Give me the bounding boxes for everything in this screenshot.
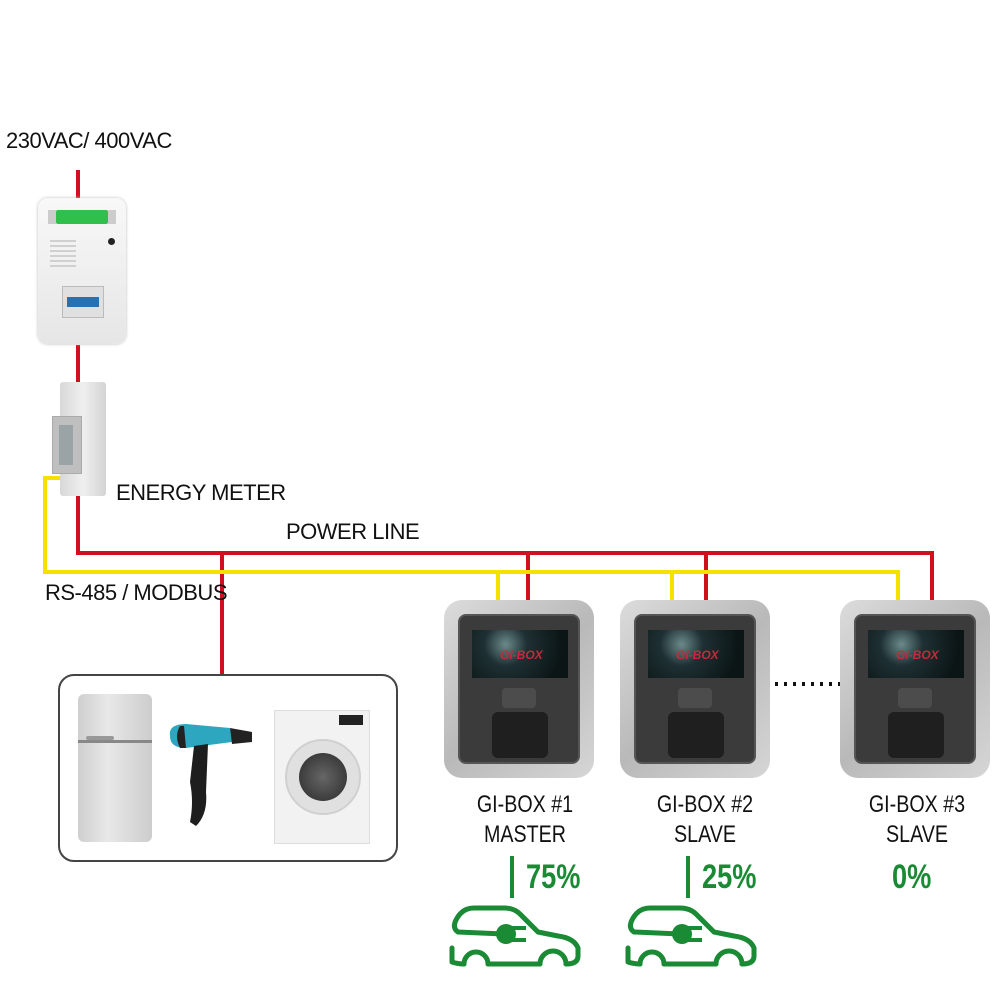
gibox-1-role: MASTER [483,821,566,848]
energy-meter-display [52,416,82,474]
energy-meter-device [52,382,106,496]
gibox-3-label: GI-BOX #3 SLAVE [864,790,971,850]
rfid-reader-icon [502,688,536,708]
breaker-switch [62,286,104,318]
gibox-2-name: GI-BOX #2 [656,791,754,818]
breaker-spec-text [50,240,76,270]
breaker-label-strip [56,210,108,224]
charger-front: GI-BOX [854,614,976,764]
charger-logo: GI-BOX [676,648,719,662]
hair-dryer-icon [169,724,252,826]
charger-logo: GI-BOX [896,648,939,662]
washer-door [285,739,361,815]
charging-socket-icon [492,712,548,758]
electric-car-icon [625,905,757,967]
washer-drum [299,753,347,801]
charger-gibox-2: GI-BOX [620,600,770,778]
power-line-label: POWER LINE [286,519,420,544]
charger-screen: GI-BOX [648,630,744,678]
gibox-2-label: GI-BOX #2 SLAVE [652,790,759,850]
charger-screen: GI-BOX [472,630,568,678]
refrigerator-icon [78,694,152,842]
charger-screen: GI-BOX [868,630,964,678]
gibox-1-share-divider [510,856,514,898]
charger-front: GI-BOX [458,614,580,764]
gibox-1-name: GI-BOX #1 [476,791,574,818]
meter-lcd [59,425,73,465]
energy-meter-label: ENERGY METER [116,480,286,505]
fridge-handle [86,736,114,740]
bus-line-main [43,476,900,602]
breaker-indicator-icon [108,238,115,245]
washing-machine-icon [274,710,370,844]
gibox-2-share: 25% [702,858,757,896]
charging-socket-icon [888,712,944,758]
main-breaker [38,198,126,344]
washer-display [339,715,363,725]
gibox-2-role: SLAVE [673,821,736,848]
gibox-2-share-divider [686,856,690,898]
gibox-3-name: GI-BOX #3 [868,791,966,818]
breaker-strip-end [48,210,56,224]
rfid-reader-icon [898,688,932,708]
gibox-1-label: GI-BOX #1 MASTER [472,790,579,850]
bus-label: RS-485 / MODBUS [45,580,228,605]
electric-car-icon [449,905,581,967]
household-appliances-group [58,674,398,862]
gibox-3-role: SLAVE [885,821,948,848]
charging-socket-icon [668,712,724,758]
charger-front: GI-BOX [634,614,756,764]
charger-gibox-1: GI-BOX [444,600,594,778]
breaker-toggles [67,297,99,307]
charger-gibox-3: GI-BOX [840,600,990,778]
rfid-reader-icon [678,688,712,708]
breaker-strip-end [108,210,116,224]
gibox-3-share: 0% [892,858,932,896]
power-line-main [76,478,934,602]
fridge-seam [78,740,152,743]
charger-logo: GI-BOX [500,648,543,662]
supply-voltage-label: 230VAC/ 400VAC [6,128,172,153]
gibox-1-share: 75% [526,858,581,896]
